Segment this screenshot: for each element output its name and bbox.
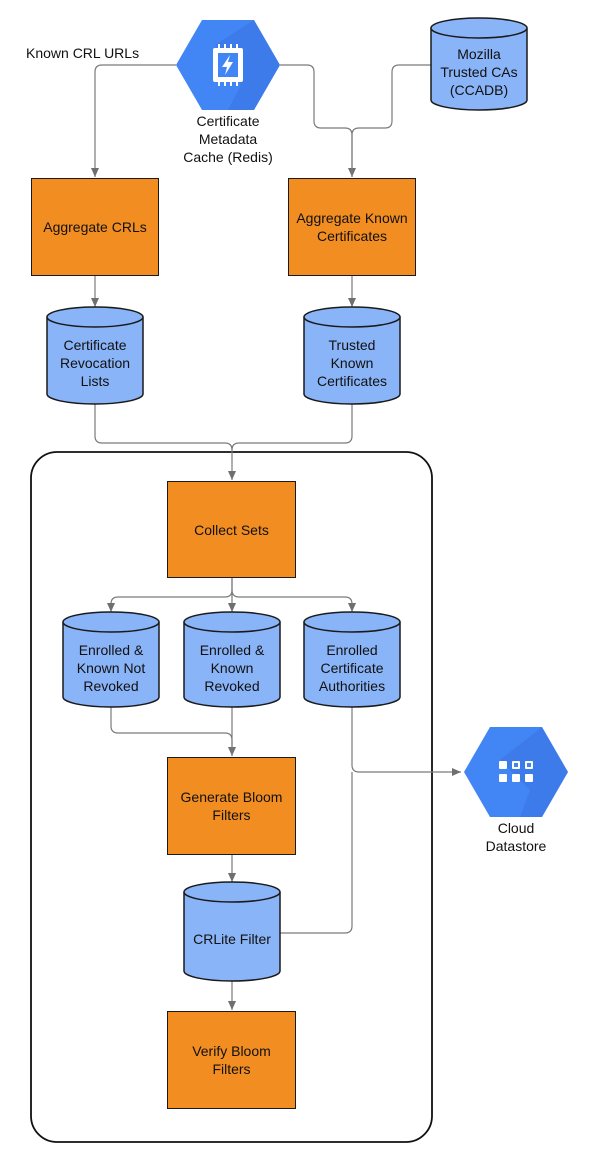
cylinder-enrolled-cas <box>303 611 401 708</box>
connector-not-revoked-to-generate <box>110 707 236 756</box>
cylinder-enrolled-revoked <box>183 611 281 708</box>
enrolled-revoked-label: Enrolled & Known Revoked <box>199 642 265 694</box>
connector-crlite-to-datastore <box>280 772 353 934</box>
aggregate-known-certs-box <box>288 178 416 276</box>
collect-sets-label: Collect Sets <box>194 521 269 538</box>
known-crl-urls-label: Known CRL URLs <box>26 45 140 61</box>
crlite-filter-label: CRLite Filter <box>193 931 271 947</box>
cylinder-mozilla-cas <box>430 17 528 111</box>
aggregate-known-certs-label: Aggregate Known Certificates <box>296 210 408 244</box>
datastore-grid-icon <box>464 727 568 817</box>
verify-bloom-label: Verify Bloom Filters <box>192 1043 271 1077</box>
enrolled-not-revoked-label: Enrolled & Known Not Revoked <box>76 642 146 694</box>
collect-sets-box <box>167 481 296 578</box>
connector-collect-to-not-revoked <box>107 578 233 612</box>
connector-crl-store-to-collect <box>94 404 236 480</box>
connector-collect-to-cas <box>231 589 356 612</box>
cylinder-crl-store <box>46 306 144 405</box>
cylinder-crlite-filter <box>183 881 281 982</box>
aggregate-crls-box <box>31 178 159 276</box>
verify-bloom-box <box>167 1011 296 1109</box>
generate-bloom-label: Generate Bloom Filters <box>180 789 283 823</box>
connector-cas-to-datastore <box>351 707 461 776</box>
aggregate-crls-label: Aggregate CRLs <box>43 219 147 235</box>
connector-redis-to-aggregate-crls <box>91 64 176 177</box>
cylinder-enrolled-not-revoked <box>62 611 160 708</box>
mozilla-cas-label: Mozilla Trusted CAs (CCADB) <box>440 46 518 98</box>
memorystore-lightning-icon <box>176 20 280 110</box>
cloud-datastore-label: Cloud Datastore <box>485 820 547 854</box>
generate-bloom-box <box>167 757 296 855</box>
enrolled-cas-label: Enrolled Certificate Authorities <box>318 642 386 694</box>
connector-trusted-to-collect <box>231 404 353 451</box>
trusted-known-certs-label: Trusted Known Certificates <box>316 337 388 389</box>
cylinder-trusted-known-certs <box>303 306 401 405</box>
connector-redis-to-aggregate-known <box>280 64 356 177</box>
redis-cache-label: Certificate Metadata Cache (Redis) <box>183 113 273 165</box>
connector-mozilla-to-aggregate-known <box>351 64 431 177</box>
crl-store-label: Certificate Revocation Lists <box>59 337 131 389</box>
